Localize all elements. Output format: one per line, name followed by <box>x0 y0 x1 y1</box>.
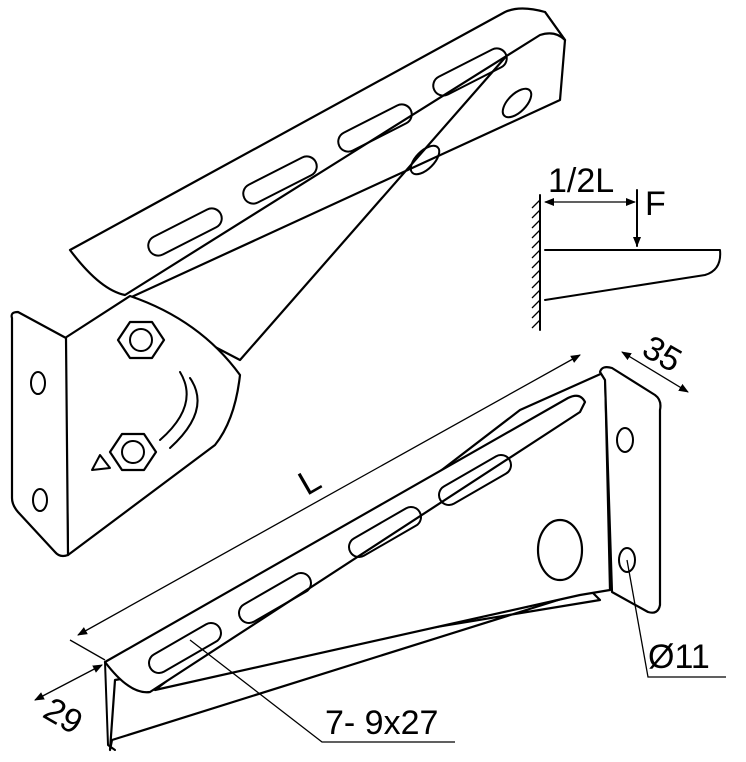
width-top-label: 35 <box>636 328 688 380</box>
length-dimension <box>77 354 581 636</box>
force-label: F <box>645 185 666 223</box>
mount-hole <box>30 371 46 395</box>
length-label: L <box>292 461 327 503</box>
half-length-label: 1/2L <box>548 162 614 200</box>
beam-outline <box>544 249 722 301</box>
mount-hole <box>618 547 636 573</box>
gusset-hole <box>536 518 584 582</box>
mount-hole <box>616 427 634 453</box>
width-top-dimension <box>621 351 689 393</box>
slots-label: 7- 9x27 <box>325 704 438 742</box>
width-bottom-dimension <box>34 664 103 701</box>
bottom-side-edge <box>104 661 116 751</box>
width-bottom-label: 29 <box>37 690 89 742</box>
bottom-mount-plate <box>598 366 662 614</box>
hole-leader <box>626 559 726 678</box>
wall-hatch <box>531 199 541 329</box>
top-mount-plate <box>10 310 70 558</box>
top-channel-flange <box>68 7 567 297</box>
hole-diameter-label: Ø11 <box>648 638 710 676</box>
mount-hole <box>32 488 48 512</box>
slot-leader <box>189 639 455 743</box>
load-schematic: 1/2L F <box>531 162 722 331</box>
top-slots <box>147 47 533 257</box>
dimensions: L 35 29 Ø11 7- 9x27 <box>34 328 726 743</box>
